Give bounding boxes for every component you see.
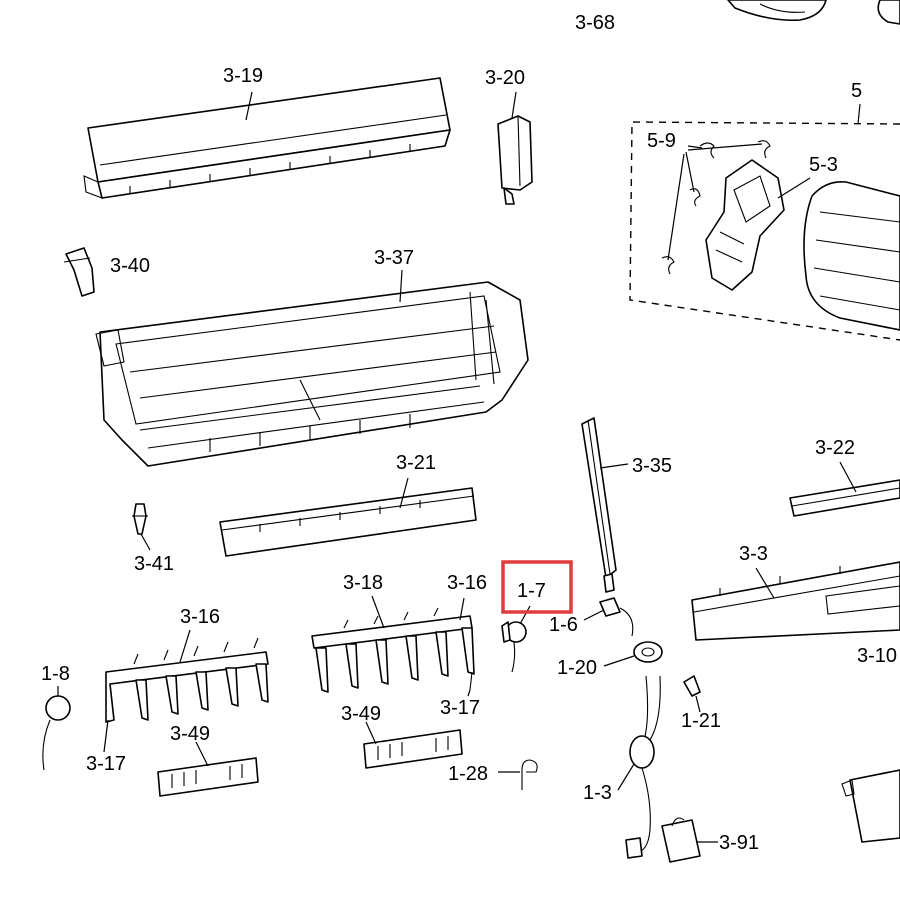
part-1-8-drawing [42,686,71,771]
label-1-6: 1-6 [549,614,578,636]
part-1-20-drawing [603,641,663,667]
part-3-49-right-drawing [363,721,463,769]
label-3-49-left: 3-49 [170,723,210,745]
part-3-21-drawing [219,477,477,557]
part-3-40-drawing [63,247,95,297]
label-3-10: 3-10 [857,645,897,667]
label-3-16-right: 3-16 [447,572,487,594]
part-3-68-drawing [727,0,900,25]
label-1-3: 1-3 [583,782,612,804]
label-3-35: 3-35 [632,455,672,477]
label-1-7: 1-7 [517,580,546,602]
label-3-68: 3-68 [575,12,615,34]
label-5-3: 5-3 [809,154,838,176]
label-3-3: 3-3 [739,543,768,565]
part-3-37-drawing [95,269,529,467]
highlight-box-1-7 [501,560,573,614]
part-3-3-drawing [691,561,900,641]
part-3-91-drawing [661,817,718,863]
label-3-91: 3-91 [719,832,759,854]
part-1-21-drawing [683,675,701,713]
label-5-9: 5-9 [647,130,676,152]
label-1-21: 1-21 [681,710,721,732]
label-3-16-left: 3-16 [180,606,220,628]
label-1-20: 1-20 [557,657,597,679]
part-3-49-left-drawing [157,741,259,797]
part-3-22-drawing [789,461,900,517]
part-3-35-drawing [581,417,629,593]
part-3-41-drawing [132,503,151,551]
label-1-8: 1-8 [41,663,70,685]
part-5-group-drawing [629,103,900,341]
part-3-10-drawing [841,769,900,843]
part-1-6-drawing [583,597,634,637]
label-1-28: 1-28 [448,763,488,785]
label-3-20: 3-20 [485,67,525,89]
part-1-3-drawing [617,675,661,859]
label-3-18: 3-18 [343,572,383,594]
part-3-17-right-drawing [467,671,473,697]
label-3-19: 3-19 [223,65,263,87]
part-3-16-left-drawing [103,629,269,753]
label-3-17-right: 3-17 [440,697,480,719]
part-3-19-drawing [83,77,451,199]
label-3-41: 3-41 [134,553,174,575]
label-3-37: 3-37 [374,247,414,269]
part-3-20-drawing [497,91,533,205]
label-3-40: 3-40 [110,255,150,277]
label-3-21: 3-21 [396,452,436,474]
part-1-28-drawing [498,759,538,790]
label-3-22: 3-22 [815,437,855,459]
part-1-7-drawing [501,605,531,673]
label-3-17-left: 3-17 [86,753,126,775]
part-3-18-drawing [311,595,475,693]
label-5: 5 [851,80,862,102]
label-3-49-right: 3-49 [341,703,381,725]
